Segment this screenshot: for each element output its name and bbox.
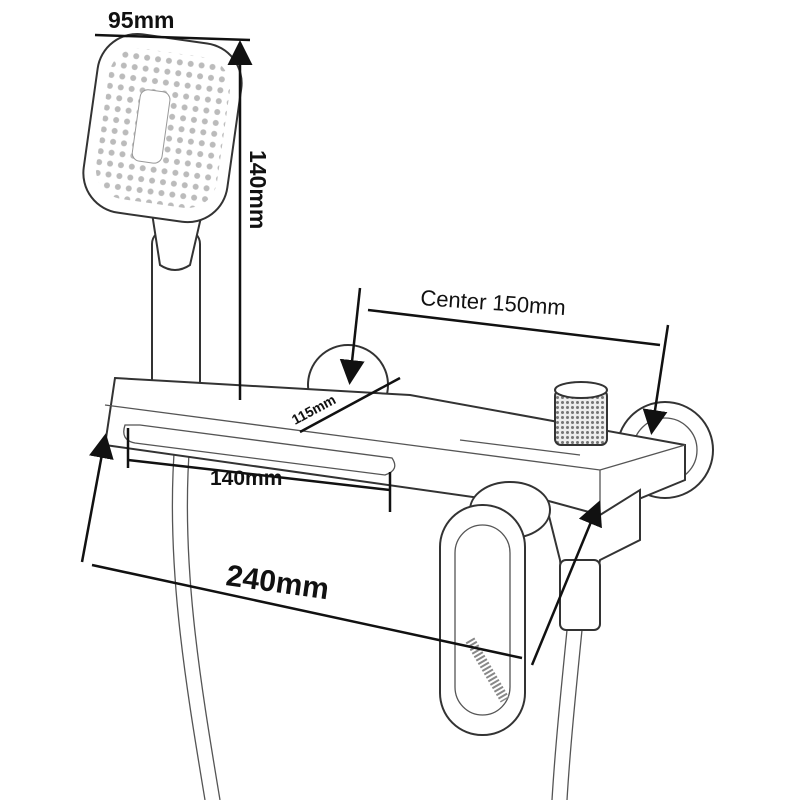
- head-width-label: 95mm: [108, 7, 174, 33]
- diverter-knob: [554, 381, 608, 446]
- shelf-slot-width-label: 140mm: [210, 467, 282, 490]
- hand-shower: [82, 33, 243, 396]
- dimension-lines: [80, 33, 670, 666]
- head-height-label: 140mm: [245, 150, 271, 229]
- center-distance-label: Center 150mm: [420, 285, 567, 320]
- shower-hose: [171, 439, 584, 800]
- shelf-body: [103, 376, 686, 517]
- lever-handle: [439, 504, 526, 736]
- total-width-label: 240mm: [224, 559, 331, 606]
